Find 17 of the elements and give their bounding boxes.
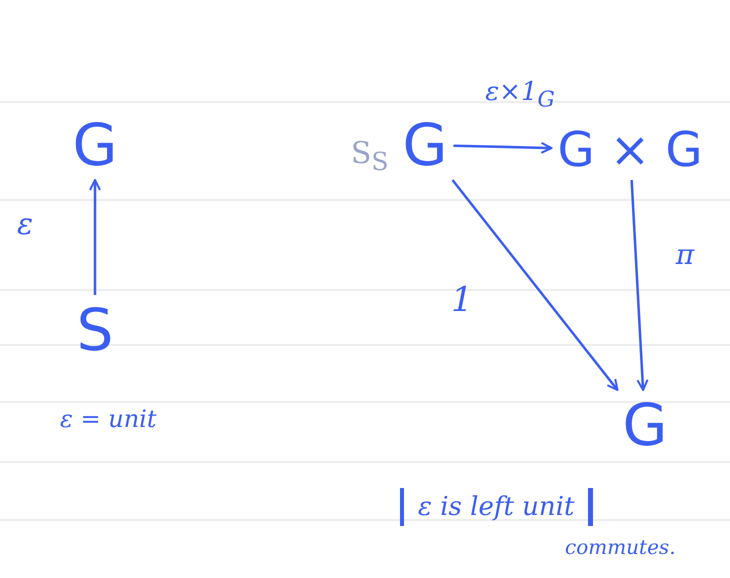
subscript-note: S$_{S}$ <box>350 139 389 174</box>
arrow <box>452 179 618 391</box>
handwritten-note: commutes. <box>565 535 676 559</box>
edge-label: ε <box>16 210 34 240</box>
object-symbol: G × G <box>557 126 703 174</box>
arrow <box>630 180 649 391</box>
object-symbol: S <box>76 301 114 359</box>
edge-label: ε×1$_{G}$ <box>485 79 555 111</box>
arrow <box>89 179 101 295</box>
arrow <box>453 142 552 154</box>
bracketed-note: ε is left unit <box>400 488 594 526</box>
object-symbol: G <box>622 396 668 454</box>
edge-label: 1 <box>451 283 473 317</box>
object-symbol: G <box>72 116 118 174</box>
handwritten-note: ε = unit <box>60 405 156 433</box>
edge-label: π <box>676 241 694 269</box>
object-symbol: G <box>402 116 448 174</box>
